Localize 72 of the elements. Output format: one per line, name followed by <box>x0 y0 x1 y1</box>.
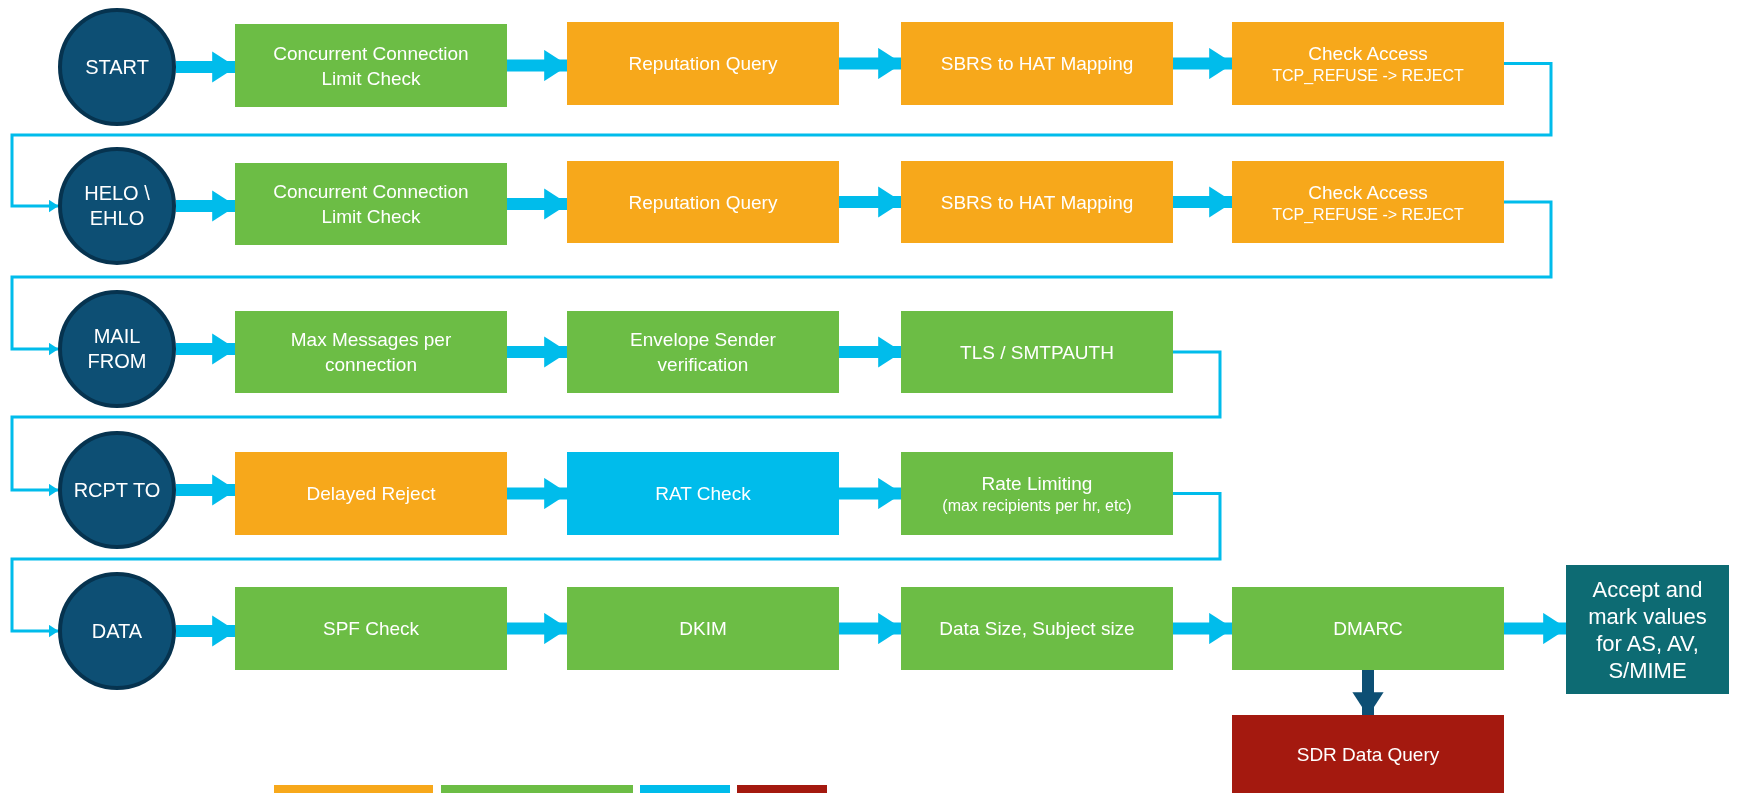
block-arrow <box>1504 612 1568 645</box>
process-box <box>235 587 507 670</box>
node-label: TLS / SMTPAUTH <box>960 340 1114 365</box>
node-label: Reputation Query <box>628 190 778 215</box>
block-arrow <box>839 47 903 80</box>
block-arrow <box>176 333 237 365</box>
process-box <box>567 587 839 670</box>
block-arrow <box>1173 186 1234 218</box>
node-label: Envelope Sender verification <box>629 328 777 377</box>
block-arrow <box>839 186 903 218</box>
process-box <box>901 161 1173 243</box>
node-label: HELO \ EHLO <box>83 181 151 231</box>
node-sublabel: TCP_REFUSE -> REJECT <box>1272 204 1464 225</box>
node-label: START <box>85 54 149 80</box>
node-label: Concurrent Connection Limit Check <box>272 180 470 229</box>
block-arrow <box>839 477 903 510</box>
block-arrow <box>507 49 569 82</box>
process-box <box>235 452 507 535</box>
process-box <box>901 452 1173 535</box>
node-label: RAT Check <box>655 482 751 506</box>
process-box <box>567 161 839 243</box>
process-box <box>235 163 507 245</box>
result-box <box>1566 565 1729 694</box>
block-arrow <box>176 190 237 222</box>
node-label: MAIL FROM <box>86 324 148 374</box>
process-box <box>1232 161 1504 243</box>
node-label: Max Messages per connection <box>289 328 453 377</box>
block-arrow <box>1352 670 1384 717</box>
node-label: Concurrent Connection Limit Check <box>272 41 470 91</box>
node-sublabel: TCP_REFUSE -> REJECT <box>1272 66 1464 86</box>
node-label: DKIM <box>679 617 727 641</box>
process-box <box>235 24 507 107</box>
process-box <box>1232 715 1504 793</box>
node-label: SBRS to HAT Mapping <box>940 52 1134 76</box>
block-arrow <box>176 51 237 83</box>
process-box <box>901 22 1173 105</box>
block-arrow <box>507 336 569 368</box>
block-arrow <box>839 612 903 645</box>
process-box <box>1232 587 1504 670</box>
process-box <box>567 452 839 535</box>
process-box <box>1232 22 1504 105</box>
node-label: DATA <box>91 618 143 644</box>
node-label: Check Access <box>1308 42 1428 66</box>
process-box <box>901 587 1173 670</box>
block-arrow <box>839 336 903 368</box>
block-arrow <box>507 477 569 510</box>
connector-line <box>10 62 1553 213</box>
process-box <box>235 311 507 393</box>
process-box <box>567 311 839 393</box>
node-label: Rate Limiting <box>981 472 1093 496</box>
node-label: Delayed Reject <box>306 482 436 506</box>
process-box <box>901 311 1173 393</box>
node-label: SPF Check <box>322 617 420 641</box>
block-arrow <box>507 612 569 645</box>
connector-line <box>10 350 1222 497</box>
node-label: Check Access <box>1308 180 1428 205</box>
connector-line <box>10 492 1222 638</box>
node-label: SDR Data Query <box>1296 742 1440 767</box>
node-label: Reputation Query <box>628 52 778 76</box>
node-label: Accept and mark values for AS, AV, S/MIME <box>1587 575 1708 684</box>
node-label: SBRS to HAT Mapping <box>940 190 1134 215</box>
node-sublabel: (max recipients per hr, etc) <box>942 496 1132 516</box>
node-label: DMARC <box>1333 617 1403 641</box>
node-label: Data Size, Subject size <box>939 617 1135 641</box>
block-arrow <box>176 474 237 506</box>
block-arrow <box>1173 47 1234 80</box>
block-arrow <box>507 188 569 220</box>
node-label: RCPT TO <box>73 477 161 503</box>
process-box <box>567 22 839 105</box>
connector-line <box>10 200 1553 356</box>
block-arrow <box>176 615 237 647</box>
block-arrow <box>1173 612 1234 645</box>
